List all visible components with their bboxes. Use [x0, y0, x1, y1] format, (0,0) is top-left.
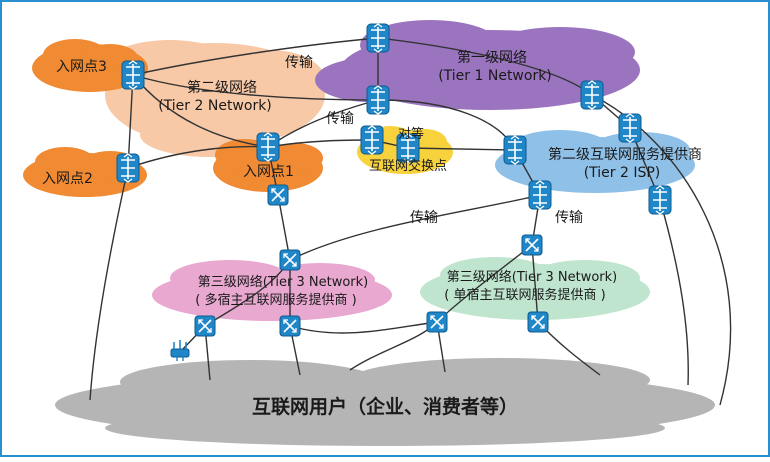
router-icon [503, 135, 527, 165]
tier2-isp-title: 第二级互联网服务提供商 [548, 146, 702, 163]
switch-icon [426, 311, 448, 333]
router-icon [648, 185, 672, 215]
router-icon [528, 180, 552, 210]
transit-label: 传输 [410, 210, 438, 226]
switch-icon [521, 234, 543, 256]
cloud-internet-users [55, 358, 715, 446]
transit-label: 传输 [285, 55, 313, 71]
router-icon [366, 23, 390, 53]
switch-icon [527, 311, 549, 333]
router-icon [256, 132, 280, 162]
router-icon [121, 60, 145, 90]
transit-label: 传输 [326, 111, 354, 127]
router-icon [360, 125, 384, 155]
transit-label: 传输 [555, 210, 583, 226]
router-icon [116, 153, 140, 183]
tier3-multi-subtitle: ( 多宿主互联网服务提供商 ) [195, 292, 356, 308]
devices [116, 23, 672, 361]
cloud-tier2-isp [495, 130, 695, 193]
switch-icon [279, 315, 301, 337]
internet-users-label: 互联网用户（企业、消费者等） [252, 395, 518, 418]
tier3-single-subtitle: ( 单宿主互联网服务提供商 ) [444, 287, 605, 303]
tier1-subtitle: (Tier 1 Network) [438, 68, 552, 84]
tier1-title: 第一级网络 [457, 49, 527, 66]
access-point-1-label: 入网点1 [243, 164, 294, 180]
ixp-peering-label: 对等 [398, 126, 424, 142]
access-point-3-label: 入网点3 [56, 59, 107, 75]
tier3-multi-title: 第三级网络(Tier 3 Network) [198, 274, 368, 290]
switch-icon [279, 249, 301, 271]
labels: 第一级网络 (Tier 1 Network) 第二级网络 (Tier 2 Net… [42, 49, 702, 418]
router-icon [366, 85, 390, 115]
wireless-ap-icon [170, 340, 190, 361]
tier2-isp-subtitle: (Tier 2 ISP) [584, 165, 661, 181]
tier2-title: 第二级网络 [187, 79, 257, 96]
switch-icon [267, 184, 289, 206]
cloud-tier3-multi-homed [152, 260, 392, 321]
cloud-access-point-3 [32, 39, 148, 92]
ixp-title: 互联网交换点 [369, 158, 447, 174]
cloud-access-point-2 [23, 147, 147, 197]
tier2-subtitle: (Tier 2 Network) [158, 98, 272, 114]
access-point-2-label: 入网点2 [42, 171, 93, 187]
switch-icon [194, 315, 216, 337]
router-icon [618, 113, 642, 143]
router-icon [580, 80, 604, 110]
tier3-single-title: 第三级网络(Tier 3 Network) [447, 269, 617, 285]
